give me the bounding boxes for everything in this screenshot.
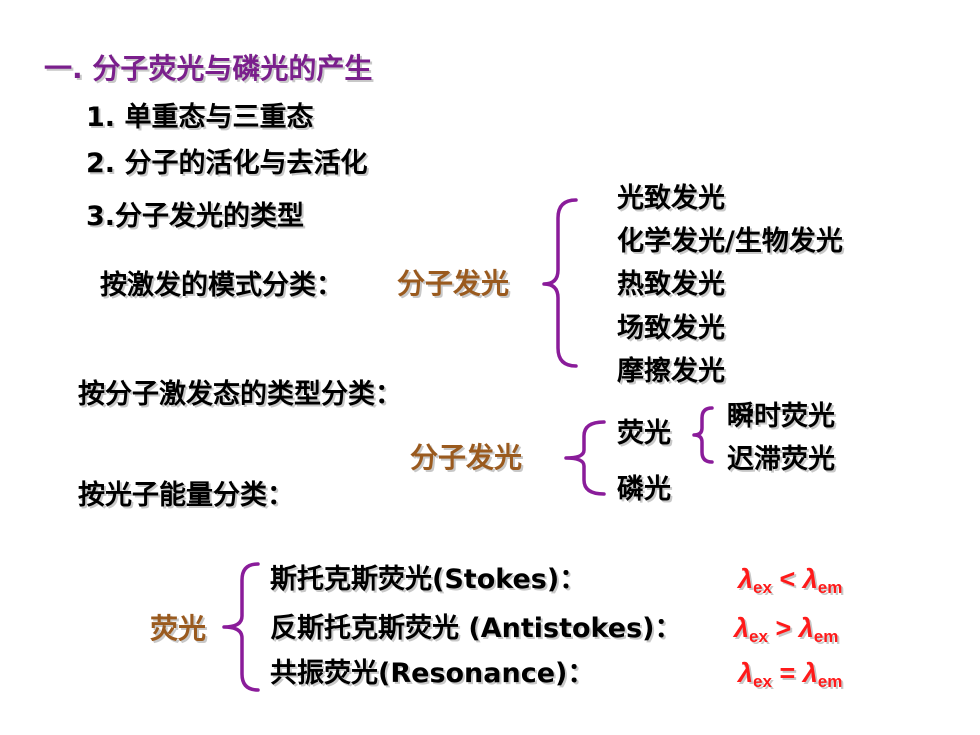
- point-1: 1. 单重态与三重态: [86, 102, 314, 133]
- phosphorescence-label: 磷光: [617, 474, 671, 505]
- resonance-formula: λex = λem: [738, 658, 843, 691]
- fluorescence-sub-1: 瞬时荧光: [727, 401, 835, 432]
- resonance-text: 共振荧光(Resonance)：: [270, 658, 595, 689]
- excitation-mode-center: 分子发光: [397, 267, 510, 300]
- fluorescence-sub-brace: [692, 406, 714, 464]
- excitation-mode-brace: [542, 198, 578, 368]
- fluorescence-sub-2: 迟滞荧光: [727, 444, 835, 475]
- photon-energy-center: 荧光: [150, 612, 207, 645]
- antistokes-text: 反斯托克斯荧光 (Antistokes)：: [270, 613, 682, 644]
- antistokes-formula: λex > λem: [734, 613, 839, 646]
- fluorescence-label: 荧光: [617, 418, 671, 449]
- excited-state-center: 分子发光: [410, 441, 523, 474]
- excitation-item-3: 热致发光: [617, 269, 725, 300]
- stokes-formula: λex < λem: [738, 564, 843, 597]
- excited-state-brace: [564, 420, 606, 496]
- photon-energy-brace: [222, 562, 260, 692]
- stokes-text: 斯托克斯荧光(Stokes)：: [270, 564, 587, 595]
- photon-energy-label: 按光子能量分类：: [78, 480, 294, 511]
- excitation-item-4: 场致发光: [617, 313, 725, 344]
- page-title: 一. 分子荧光与磷光的产生: [44, 52, 373, 85]
- excitation-item-1: 光致发光: [617, 183, 725, 214]
- point-3: 3.分子发光的类型: [86, 201, 305, 232]
- excitation-item-5: 摩擦发光: [617, 356, 725, 387]
- excitation-mode-label: 按激发的模式分类：: [100, 270, 343, 301]
- excitation-item-2: 化学发光/生物发光: [617, 226, 843, 257]
- excited-state-label: 按分子激发态的类型分类：: [78, 379, 402, 410]
- point-2: 2. 分子的活化与去活化: [86, 148, 368, 179]
